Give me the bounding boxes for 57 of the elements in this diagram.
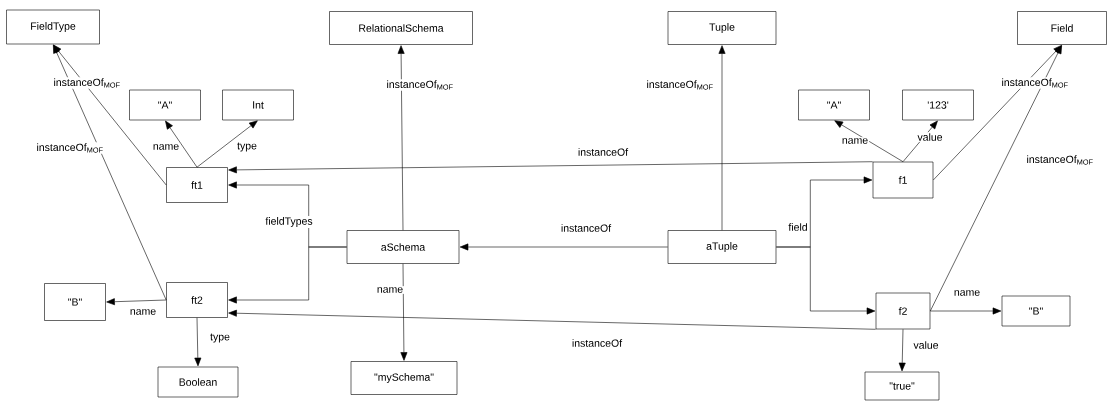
class-box: "mySchema" [350,361,458,395]
class-box: aSchema [346,230,460,264]
edge-label: name [840,137,870,145]
class-box: "B" [1001,295,1071,327]
edge-label: instanceOf$_{MOF}$ [385,79,455,91]
edge-label: instanceOf [576,147,630,157]
class-box: Field [1017,11,1107,45]
arrow [930,45,1062,312]
class-box: ft2 [166,282,228,318]
class-box: "true" [864,371,940,401]
edge-label: instanceOf$_{MOF}$ [1025,154,1095,166]
edge-label: instanceOf$_{MOF}$ [1000,77,1070,89]
class-box: '123' [902,89,974,121]
class-box: "A" [798,89,870,121]
arrow [902,120,938,162]
edge-label: name [151,143,181,151]
arrow [459,243,668,251]
edge-label: name [128,308,158,316]
edge-label: name [375,286,405,294]
arrow [106,298,167,306]
class-box: f1 [872,161,934,199]
edge-label: type [209,332,231,344]
arrow [228,161,873,174]
edge-label: instanceOf$_{MOF}$ [35,142,105,154]
arrow [898,329,906,372]
edge-label: field [787,222,809,232]
class-box: Tuple [667,11,777,45]
class-box: RelationalSchema [329,11,473,45]
edge-label: instanceOf [559,223,613,233]
arrow [776,246,876,315]
arrow [196,120,258,168]
arrow [718,45,726,231]
arrow [165,120,198,168]
class-box: Int [222,89,294,121]
edge-label: fieldTypes [264,216,314,228]
edge-label: instanceOf [570,338,624,348]
edge-label: value [912,340,940,350]
class-box: ft1 [166,167,228,203]
edge-label: instanceOf$_{MOF}$ [52,77,122,89]
class-box: Boolean [157,366,239,398]
arrow [400,263,408,361]
edge-label: type [236,141,258,153]
arrow [228,309,876,330]
class-box: "A" [129,89,201,121]
arrow [834,120,904,162]
arrow [930,307,1002,315]
arrow [397,45,405,231]
edge-label: value [916,132,944,142]
class-box: aTuple [667,230,777,264]
arrow [53,44,167,301]
edge-label: instanceOf$_{MOF}$ [645,79,715,91]
class-box: FieldType [6,9,100,45]
arrow [194,317,202,367]
edge-label: name [952,289,982,297]
class-box: "B" [44,283,106,321]
arrow [228,246,347,304]
class-box: f2 [875,292,931,330]
